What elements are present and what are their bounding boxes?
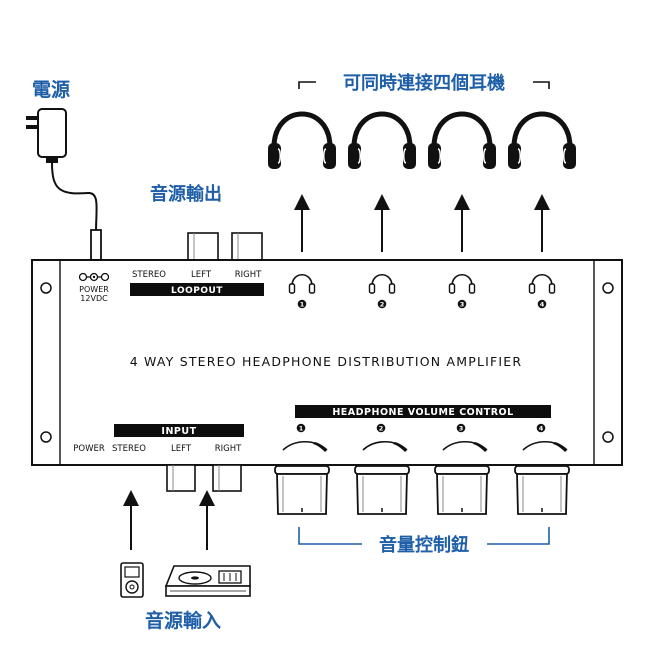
input-power-label: POWER — [73, 444, 105, 454]
volume-bar-label: HEADPHONE VOLUME CONTROL — [332, 407, 513, 418]
jack-number-1: 1 — [300, 301, 305, 309]
mount-hole — [602, 431, 614, 443]
input-left-label: LEFT — [171, 444, 192, 454]
volume-knob-1[interactable] — [274, 465, 330, 515]
input-bar-label: INPUT — [161, 426, 196, 437]
power-adapter-icon — [26, 108, 102, 261]
mount-hole — [40, 282, 52, 294]
input-stereo-label: STEREO — [112, 444, 146, 454]
jack-number-3: 3 — [460, 301, 465, 309]
power-jack-voltage: 12VDC — [80, 294, 108, 303]
headphones-icon-1 — [268, 114, 336, 169]
volume-number-badges: 1 2 3 4 — [296, 423, 546, 433]
input-right-label: RIGHT — [215, 444, 242, 454]
loopout-left-label: LEFT — [191, 270, 212, 280]
volume-number-4: 4 — [539, 425, 544, 433]
dc-polarity-icon — [78, 272, 110, 282]
volume-label: 音量控制鈕 — [379, 534, 469, 556]
headphones-icon-3 — [428, 114, 496, 169]
headphones-bracket — [298, 81, 550, 89]
loopout-bar-label: LOOPOUT — [171, 286, 223, 296]
jack-number-badges: 1 2 3 4 — [297, 299, 547, 309]
power-label: 電源 — [32, 78, 70, 101]
input-connectors — [166, 464, 242, 492]
jack-number-4: 4 — [540, 301, 545, 309]
mount-hole — [602, 282, 614, 294]
headphones-label: 可同時連接四個耳機 — [343, 72, 505, 94]
mp3-player-icon — [120, 562, 144, 598]
volume-knob-2[interactable] — [354, 465, 410, 515]
mount-hole — [40, 431, 52, 443]
loopout-stereo-label: STEREO — [132, 270, 166, 280]
volume-bar — [295, 405, 551, 418]
volume-number-3: 3 — [459, 425, 464, 433]
volume-bracket — [298, 527, 550, 545]
panel-title: 4 WAY STEREO HEADPHONE DISTRIBUTION AMPL… — [130, 354, 523, 369]
source-out-label: 音源輸出 — [150, 183, 222, 205]
input-bar — [114, 424, 244, 437]
volume-number-2: 2 — [379, 425, 384, 433]
volume-knob-4[interactable] — [514, 465, 570, 515]
cd-player-icon — [164, 565, 251, 597]
headphones-icon-4 — [508, 114, 576, 169]
loopout-connectors — [187, 232, 263, 261]
volume-knob-3[interactable] — [434, 465, 490, 515]
headphones-icon-2 — [348, 114, 416, 169]
power-jack-label: POWER — [79, 285, 109, 294]
loopout-bar — [130, 283, 264, 296]
source-in-label: 音源輸入 — [145, 609, 221, 632]
jack-number-2: 2 — [380, 301, 385, 309]
volume-number-1: 1 — [299, 425, 304, 433]
loopout-right-label: RIGHT — [235, 270, 262, 280]
